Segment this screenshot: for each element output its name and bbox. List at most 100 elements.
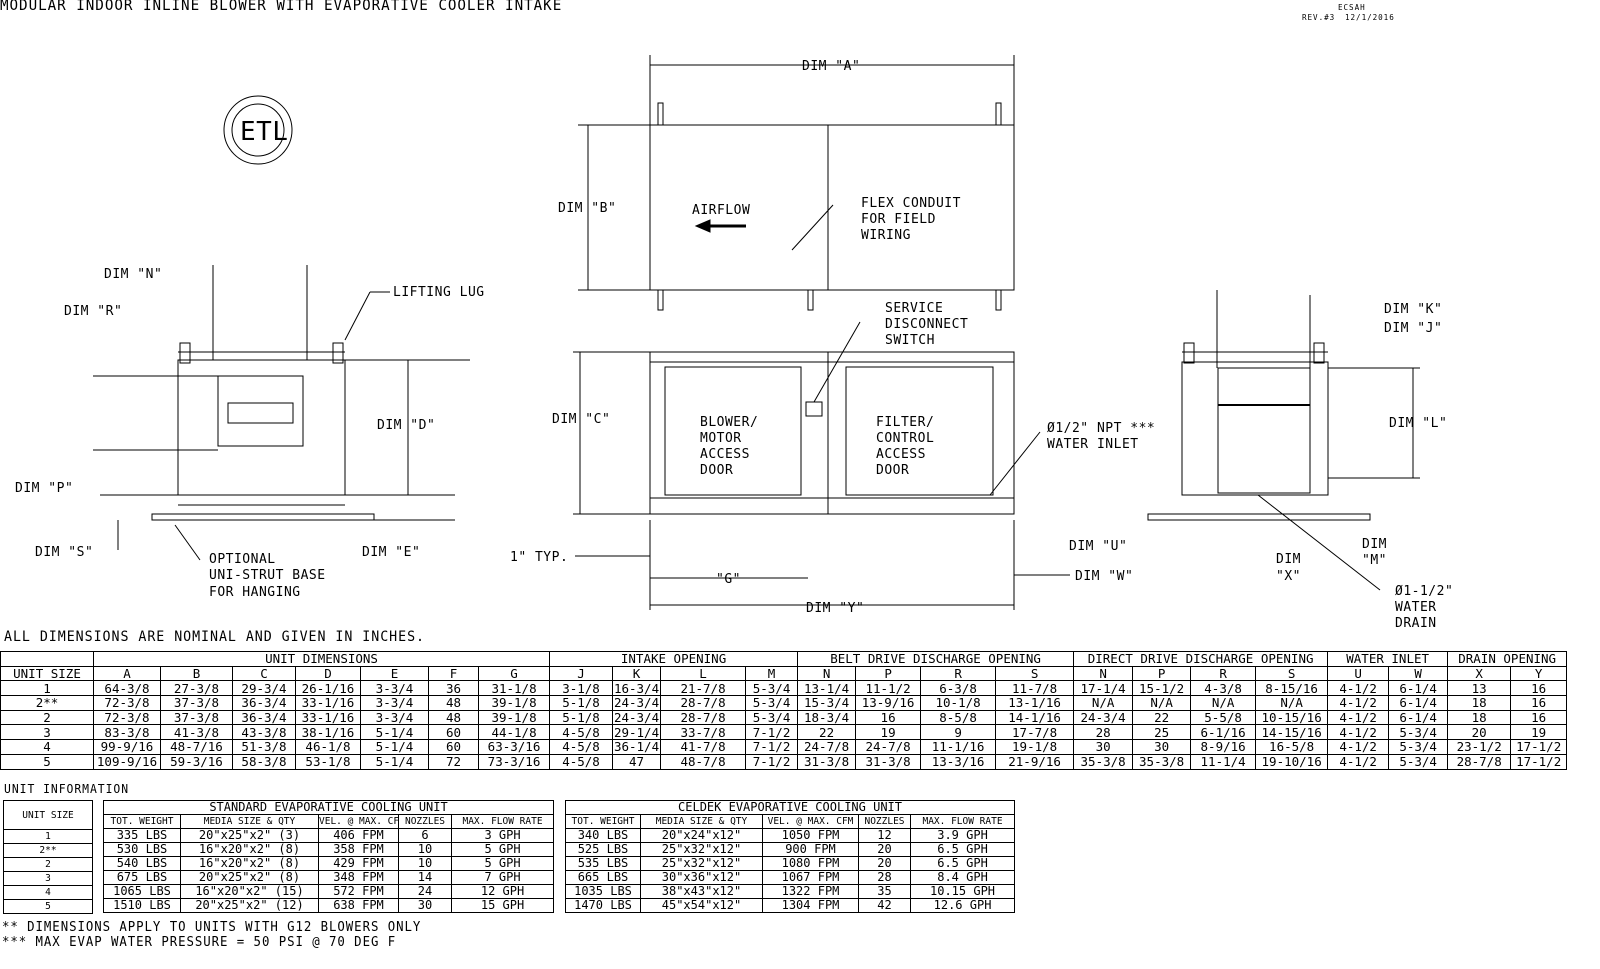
table-cell: N/A xyxy=(1190,695,1257,711)
table-cell: 11-7/8 xyxy=(995,680,1075,697)
table-cell: 4-1/2 xyxy=(1327,695,1390,711)
column-header: S xyxy=(995,665,1075,682)
table-cell: 3-3/4 xyxy=(360,695,429,711)
table-cell: 22 xyxy=(1132,709,1192,726)
table-cell: 20 xyxy=(1447,724,1512,741)
table-title: STANDARD EVAPORATIVE COOLING UNIT xyxy=(102,800,555,815)
table-cell: 33-1/16 xyxy=(295,709,361,726)
table-cell: 1 xyxy=(0,680,94,697)
table-cell: 53-1/8 xyxy=(295,753,361,770)
table-cell: 20"x25"x2" (8) xyxy=(180,870,319,885)
table-cell: 5-3/4 xyxy=(1388,724,1449,741)
column-header: B xyxy=(160,665,233,682)
svg-text:Ø1/2" NPT ***: Ø1/2" NPT *** xyxy=(1047,421,1155,436)
column-header: P xyxy=(1132,665,1192,682)
table-cell: 2 xyxy=(0,709,94,726)
table-cell: 46-1/8 xyxy=(295,739,361,755)
table-cell: N/A xyxy=(1073,695,1134,711)
table-cell: 5 GPH xyxy=(450,856,555,871)
svg-text:DIM "U": DIM "U" xyxy=(1069,539,1127,554)
table-cell: 35-3/8 xyxy=(1132,753,1192,770)
table-cell: 16 xyxy=(1510,709,1568,726)
table-cell: 72-3/8 xyxy=(93,695,161,711)
unit-size: 2** xyxy=(3,843,93,858)
table-cell: 26-1/16 xyxy=(295,680,361,697)
revision: REV.#3 xyxy=(1302,13,1336,22)
dimensions-note: ALL DIMENSIONS ARE NOMINAL AND GIVEN IN … xyxy=(4,629,425,645)
table-cell: 3 GPH xyxy=(450,828,555,843)
table-cell: 58-3/8 xyxy=(232,753,296,770)
svg-text:DISCONNECT: DISCONNECT xyxy=(885,317,968,332)
footnote-g12: ** DIMENSIONS APPLY TO UNITS WITH G12 BL… xyxy=(2,920,422,935)
top-view: DIM "A" DIM "B" AIRFLOW FLEX CONDUIT FOR… xyxy=(558,55,1015,311)
table-cell: 5-3/4 xyxy=(1388,753,1449,770)
table-cell: 1470 LBS xyxy=(565,898,641,913)
table-cell: 8.4 GPH xyxy=(909,870,1016,885)
table-cell: 12.6 GPH xyxy=(909,898,1016,913)
table-cell: 348 FPM xyxy=(318,870,399,885)
table-cell: 48-7/16 xyxy=(160,739,233,755)
table-cell: 20"x25"x2" (12) xyxy=(180,898,319,913)
column-header: M xyxy=(745,665,799,682)
svg-text:DIM "K": DIM "K" xyxy=(1384,302,1442,317)
table-row: 1 xyxy=(3,829,93,844)
svg-text:SERVICE: SERVICE xyxy=(885,301,943,316)
table-cell: 530 LBS xyxy=(103,842,181,857)
table-cell: 30"x36"x12" xyxy=(640,870,763,885)
table-cell: 24-7/8 xyxy=(855,739,922,755)
table-cell: 10-1/8 xyxy=(920,695,997,711)
table-cell: 675 LBS xyxy=(103,870,181,885)
svg-text:ACCESS: ACCESS xyxy=(700,447,750,462)
table-cell: 4-1/2 xyxy=(1327,709,1390,726)
table-cell: 8-15/16 xyxy=(1255,680,1329,697)
table-cell: 16"x20"x2" (15) xyxy=(180,884,319,899)
table-cell: 9 xyxy=(920,724,997,741)
svg-text:DIM "P": DIM "P" xyxy=(15,481,73,496)
group-header: WATER INLET xyxy=(1327,651,1449,667)
column-header: R xyxy=(1190,665,1257,682)
table-cell: 10.15 GPH xyxy=(909,884,1016,899)
table-cell: 1304 FPM xyxy=(762,898,859,913)
front-view: DIM "C" SERVICE DISCONNECT SWITCH BLOWER… xyxy=(510,301,1155,616)
table-cell: 540 LBS xyxy=(103,856,181,871)
table-cell: 13-3/16 xyxy=(920,753,997,770)
table-cell: 5-5/8 xyxy=(1190,709,1257,726)
table-cell: 64-3/8 xyxy=(93,680,161,697)
column-header: VEL. @ MAX. CFM xyxy=(318,814,399,829)
table-cell: 16 xyxy=(855,709,922,726)
table-cell: 41-3/8 xyxy=(160,724,233,741)
column-header: D xyxy=(295,665,361,682)
table-cell: 35 xyxy=(858,884,911,899)
table-cell: 43-3/8 xyxy=(232,724,296,741)
table-cell: 406 FPM xyxy=(318,828,399,843)
table-row: 4 xyxy=(3,885,93,900)
table-cell: 31-1/8 xyxy=(477,680,551,697)
table-cell: 42 xyxy=(858,898,911,913)
svg-text:AIRFLOW: AIRFLOW xyxy=(692,203,750,218)
table-cell: 39-1/8 xyxy=(477,695,551,711)
svg-text:MOTOR: MOTOR xyxy=(700,431,742,446)
table-cell: 5-3/4 xyxy=(745,695,799,711)
table-cell: 5-1/4 xyxy=(360,753,429,770)
table-cell: 20"x25"x2" (3) xyxy=(180,828,319,843)
table-cell: 16-3/4 xyxy=(612,680,662,697)
table-cell: 24-3/4 xyxy=(1073,709,1134,726)
side-view-right: DIM "K" DIM "J" DIM "L" DIM "U" DIM "X" … xyxy=(1069,290,1453,631)
table-cell: 36-3/4 xyxy=(232,709,296,726)
etl-listed-logo: ETL xyxy=(223,95,293,165)
column-header: C xyxy=(232,665,296,682)
column-header: MEDIA SIZE & QTY xyxy=(180,814,319,829)
table-cell: 14-15/16 xyxy=(1255,724,1329,741)
table-cell: 19 xyxy=(1510,724,1568,741)
table-cell: 24-3/4 xyxy=(612,709,662,726)
table-cell: 45"x54"x12" xyxy=(640,898,763,913)
table-cell: 8-5/8 xyxy=(920,709,997,726)
table-cell: 15 GPH xyxy=(450,898,555,913)
